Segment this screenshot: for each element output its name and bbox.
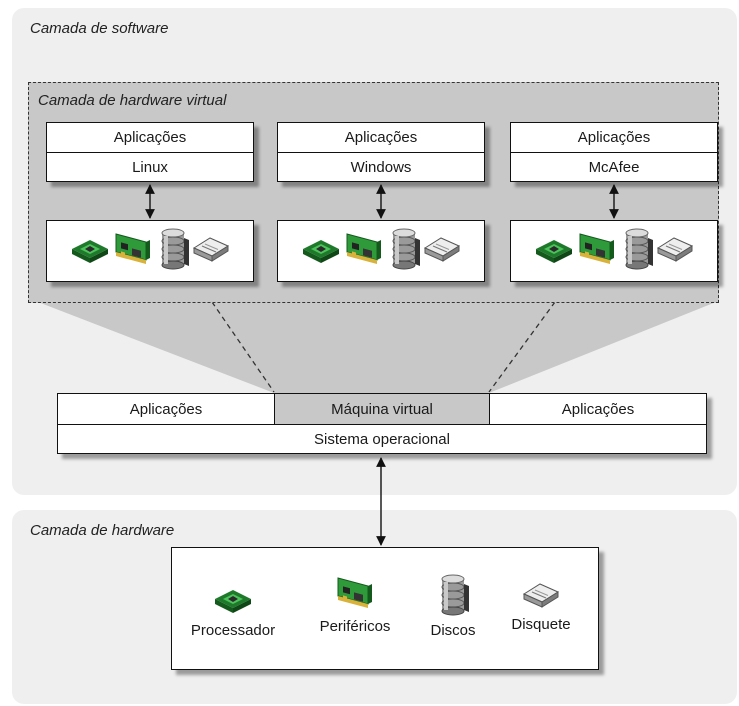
- divider: [47, 152, 253, 153]
- hardware-peripherals: Periféricos: [307, 574, 403, 635]
- disks-icon: [156, 228, 190, 275]
- peripherals-card-icon: [334, 574, 376, 616]
- vm-apps-label: Aplicações: [113, 129, 187, 146]
- disks-icon: [436, 574, 470, 620]
- processor-icon: [534, 232, 574, 271]
- vm-os-label: McAfee: [588, 159, 640, 176]
- virtual-hardware-windows: [277, 220, 485, 282]
- host-apps-left: Aplicações: [129, 400, 203, 418]
- hardware-label: Periféricos: [319, 618, 391, 635]
- host-stack: Aplicações Máquina virtual Aplicações Si…: [57, 393, 707, 454]
- peripherals-card-icon: [576, 230, 618, 273]
- floppy-drive-icon: [192, 234, 230, 269]
- vm-os-label: Linux: [132, 159, 168, 176]
- physical-hardware-box: [171, 547, 599, 670]
- vm-stack-mcafee: Aplicações McAfee: [510, 122, 718, 182]
- hardware-label: Processador: [190, 622, 276, 639]
- divider: [278, 152, 484, 153]
- divider: [58, 424, 706, 425]
- floppy-drive-icon: [656, 234, 694, 269]
- host-os-label: Sistema operacional: [314, 430, 450, 448]
- divider: [511, 152, 717, 153]
- hardware-label: Discos: [430, 622, 476, 639]
- hardware-disks: Discos: [417, 574, 489, 639]
- processor-icon: [70, 232, 110, 271]
- hardware-layer-label: Camada de hardware: [30, 522, 175, 539]
- vm-apps-label: Aplicações: [577, 129, 651, 146]
- vm-os-label: Windows: [350, 159, 412, 176]
- host-virtual-machine-cell: Máquina virtual: [274, 394, 490, 424]
- hardware-floppy: Disquete: [497, 580, 585, 633]
- disks-icon: [387, 228, 421, 275]
- software-layer-label: Camada de software: [30, 20, 169, 37]
- vm-stack-windows: Aplicações Windows: [277, 122, 485, 182]
- host-apps-right: Aplicações: [561, 400, 635, 418]
- floppy-drive-icon: [423, 234, 461, 269]
- hardware-processor: Processador: [183, 582, 283, 639]
- processor-icon: [301, 232, 341, 271]
- vm-apps-label: Aplicações: [344, 129, 418, 146]
- virtual-hardware-mcafee: [510, 220, 718, 282]
- virtual-hardware-layer-label: Camada de hardware virtual: [38, 92, 227, 109]
- hardware-label: Disquete: [511, 616, 571, 633]
- processor-icon: [213, 582, 253, 620]
- virtual-hardware-linux: [46, 220, 254, 282]
- disks-icon: [620, 228, 654, 275]
- peripherals-card-icon: [112, 230, 154, 273]
- peripherals-card-icon: [343, 230, 385, 273]
- floppy-drive-icon: [522, 580, 560, 614]
- vm-stack-linux: Aplicações Linux: [46, 122, 254, 182]
